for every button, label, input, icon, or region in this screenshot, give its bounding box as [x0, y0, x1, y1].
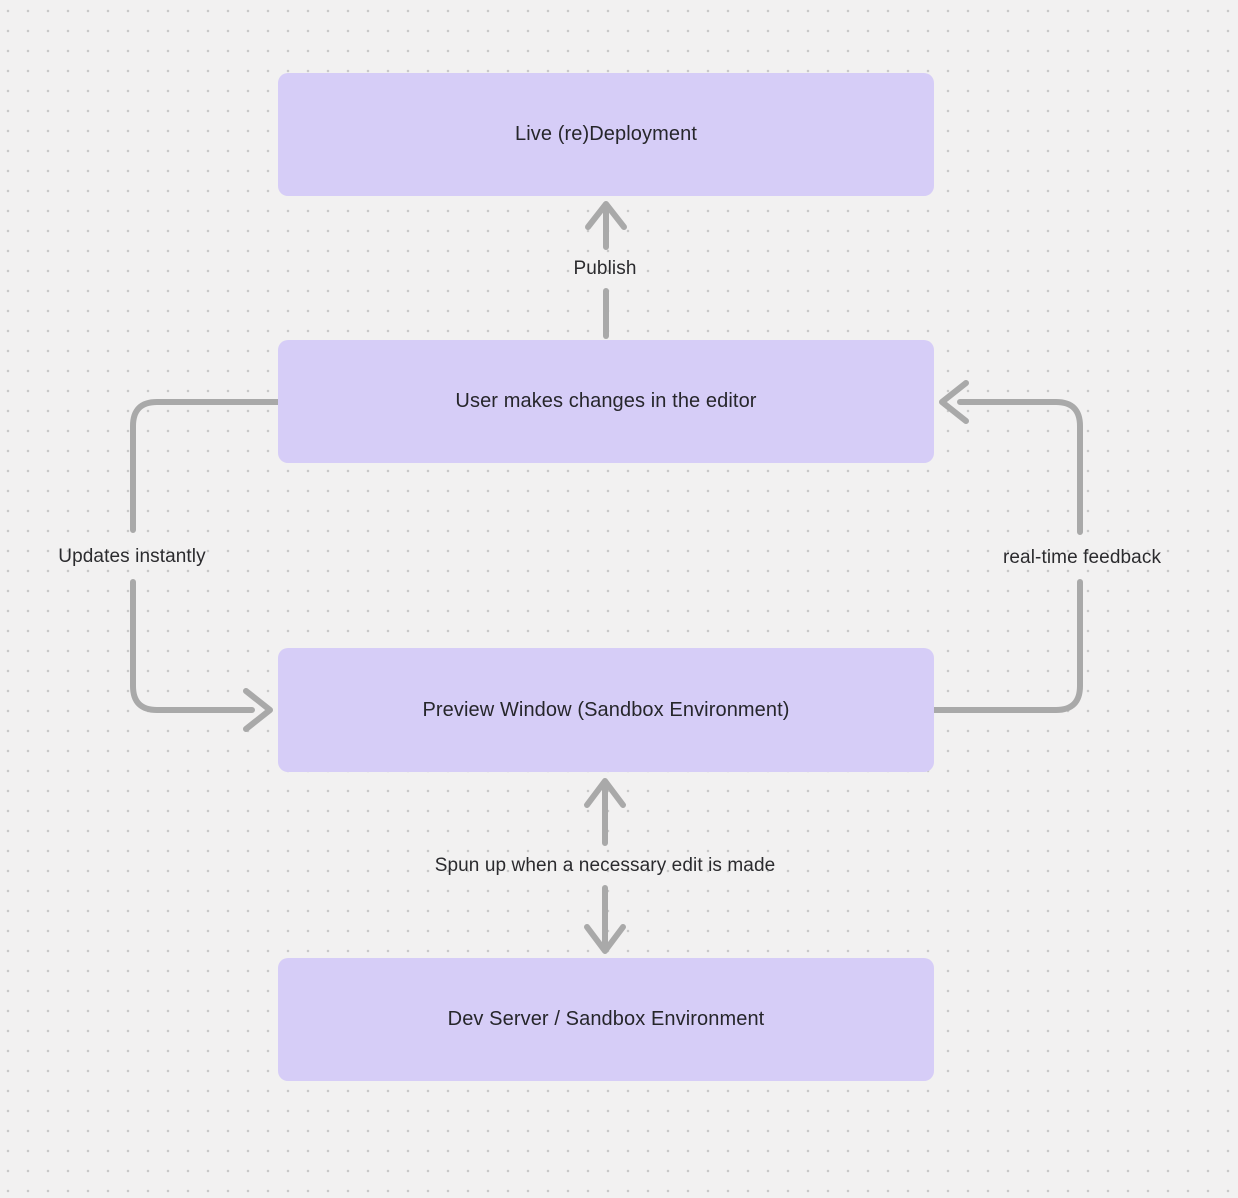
feedback-connector-upper [939, 380, 1083, 535]
updates-connector-upper [130, 399, 281, 533]
node-preview-window-label: Preview Window (Sandbox Environment) [422, 698, 790, 721]
node-user-editor-label: User makes changes in the editor [455, 390, 757, 412]
publish-arrow-head-segment [585, 201, 627, 250]
edge-label-updates-instantly: Updates instantly [58, 546, 206, 567]
edge-label-publish: Publish [573, 258, 637, 279]
spun-down-arrow [584, 885, 626, 954]
feedback-connector-lower [931, 579, 1083, 713]
node-user-editor: User makes changes in the editor [278, 340, 934, 463]
edge-label-real-time-feedback: real-time feedback [1002, 547, 1162, 568]
node-dev-server-label: Dev Server / Sandbox Environment [447, 1008, 765, 1030]
node-preview-window: Preview Window (Sandbox Environment) [278, 648, 934, 772]
edge-label-spun-up: Spun up when a necessary edit is made [434, 855, 776, 876]
spun-up-arrow [584, 778, 626, 846]
updates-connector-lower [130, 579, 273, 732]
node-live-redeployment: Live (re)Deployment [278, 73, 934, 196]
node-live-redeployment-label: Live (re)Deployment [515, 123, 697, 145]
node-dev-server: Dev Server / Sandbox Environment [278, 958, 934, 1081]
